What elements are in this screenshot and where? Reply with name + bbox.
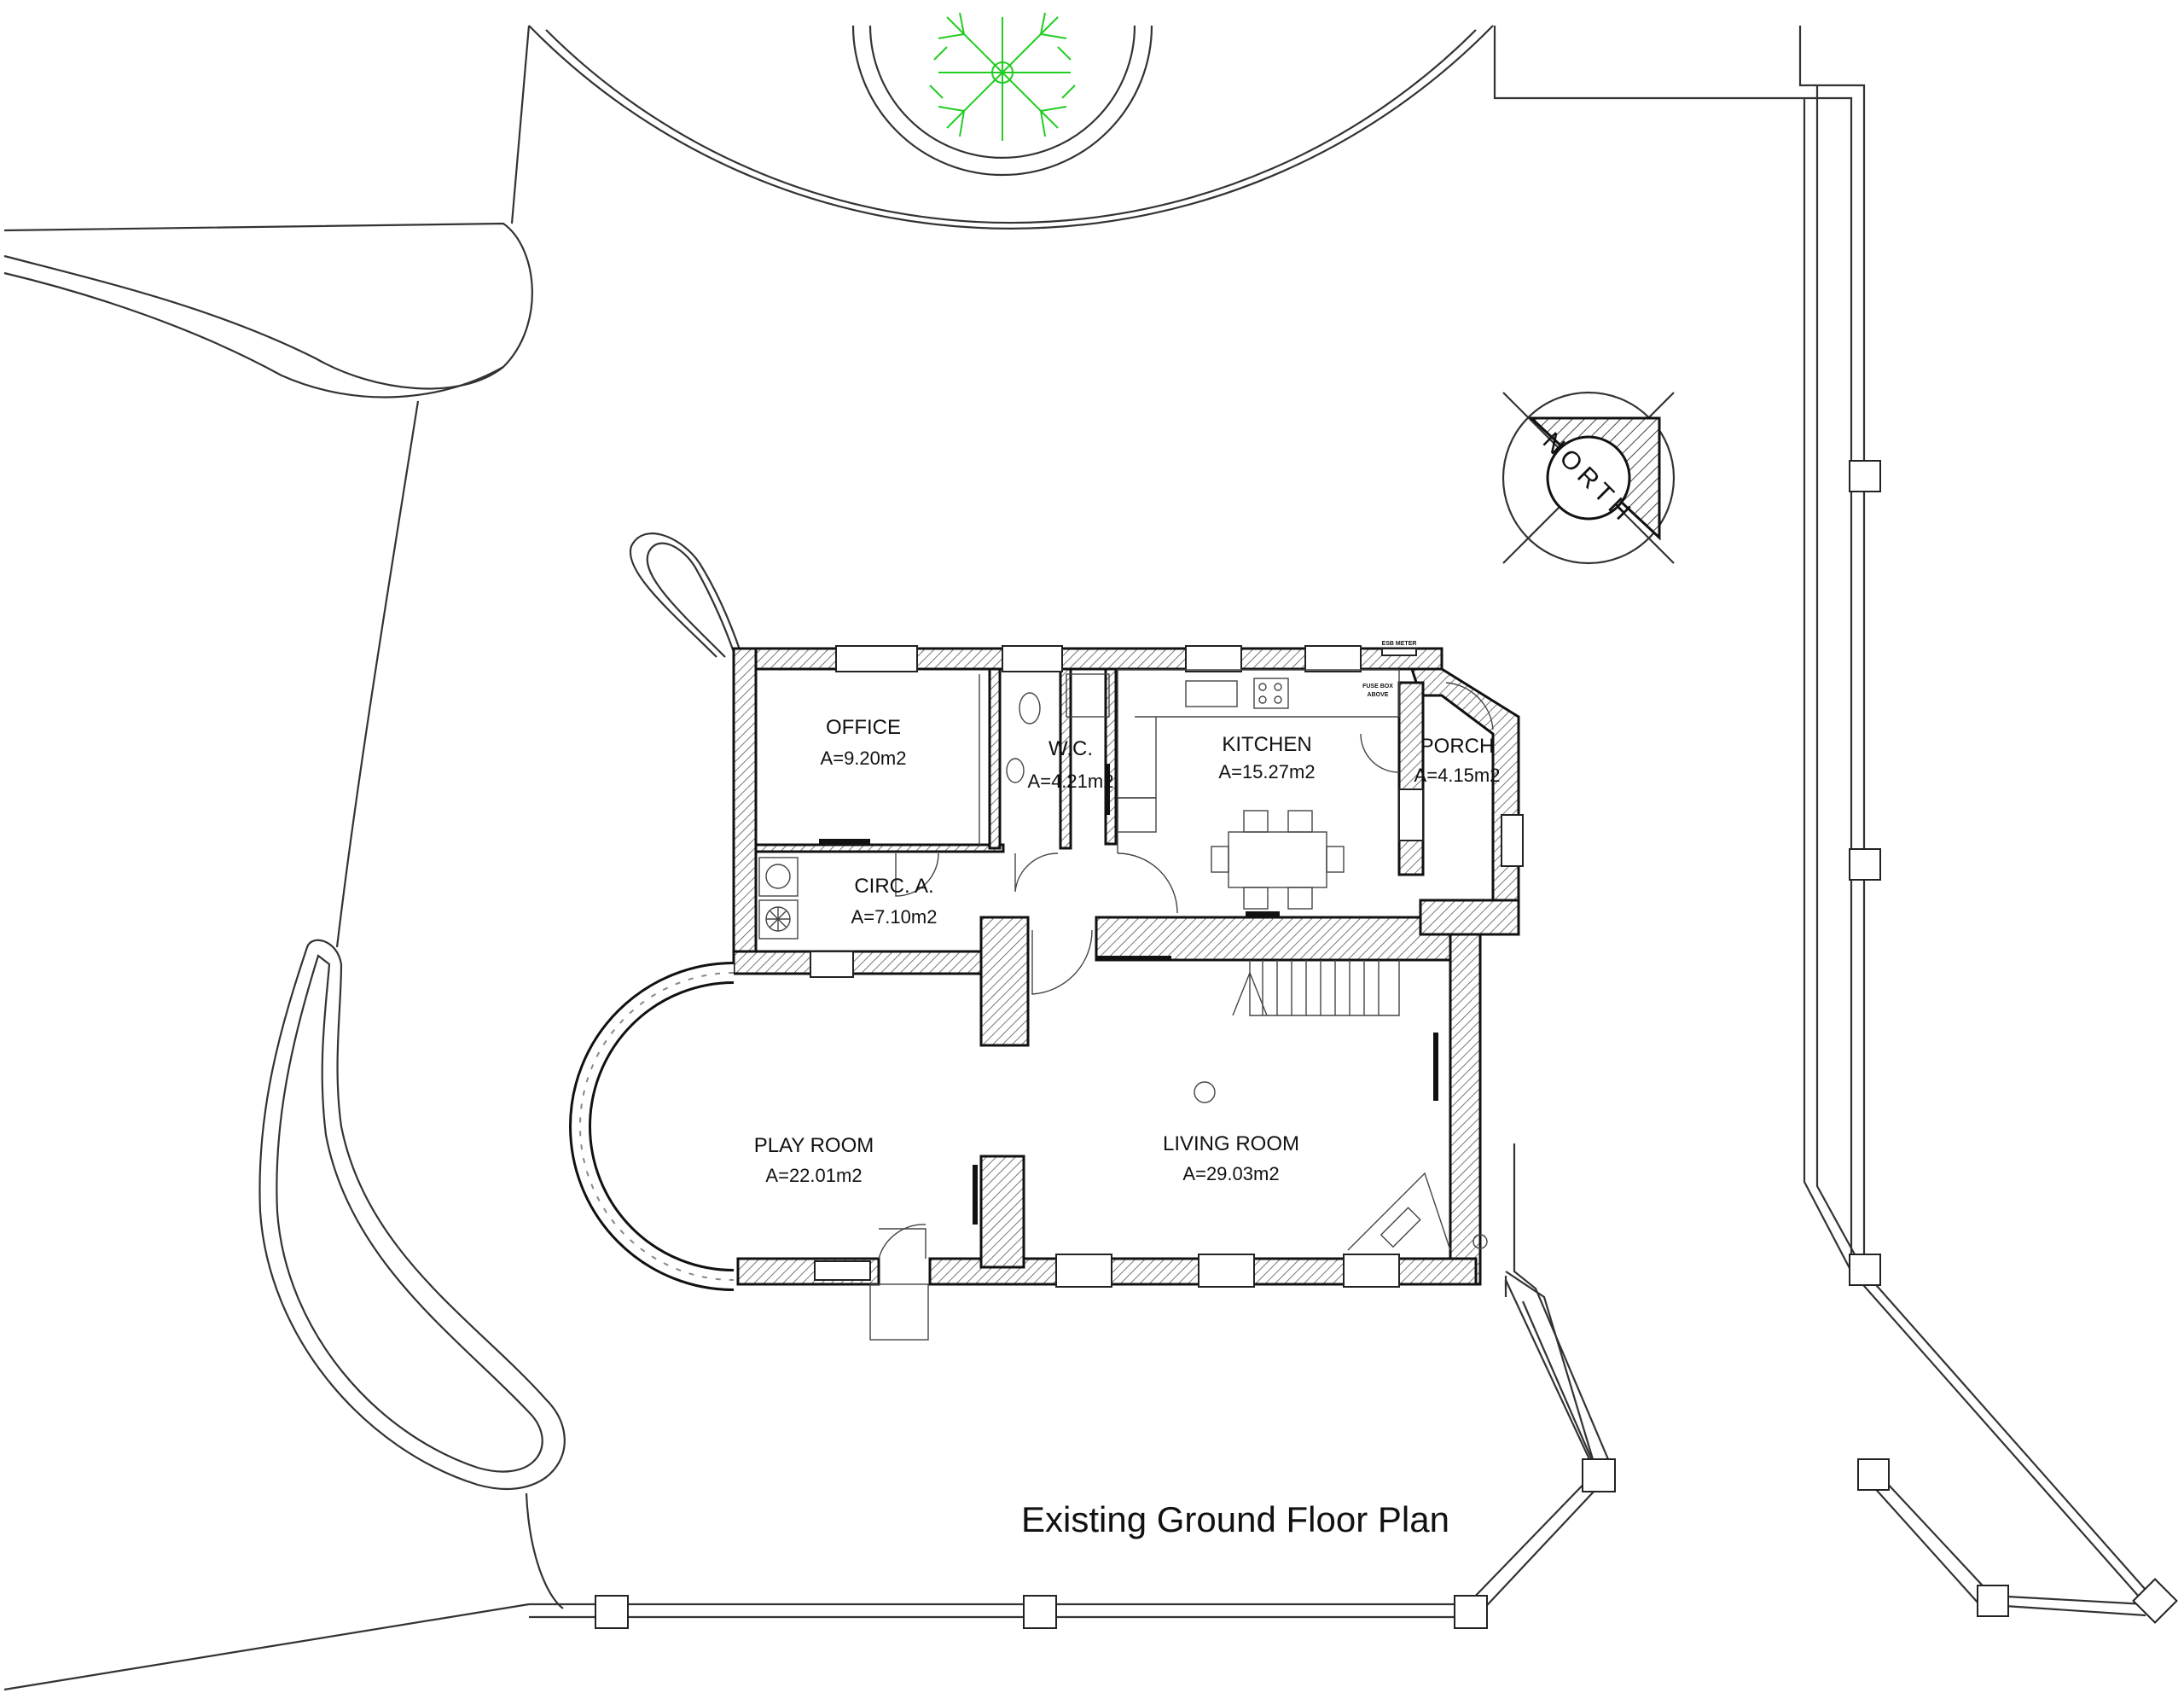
interior-fixtures <box>758 669 1494 1341</box>
plan-title: Existing Ground Floor Plan <box>1021 1499 1449 1539</box>
house-walls <box>569 645 1524 1291</box>
room-labels: OFFICE A=9.20m2 W.C. A=4.21m2 KITCHEN A=… <box>754 641 1501 1186</box>
room-circ-name: CIRC. A. <box>854 875 933 898</box>
room-playroom-area: A=22.01m2 <box>765 1165 862 1186</box>
stair-treads <box>1262 960 1380 1015</box>
north-arrow-icon: NORTH <box>1502 391 1676 565</box>
room-porch-area: A=4.15m2 <box>1414 765 1501 786</box>
tree-icon <box>929 12 1076 141</box>
room-office-name: OFFICE <box>826 716 901 739</box>
site-boundary-bottom <box>529 1143 1616 1629</box>
room-playroom-name: PLAY ROOM <box>754 1134 874 1157</box>
room-kitchen-name: KITCHEN <box>1222 733 1311 756</box>
room-office-area: A=9.20m2 <box>821 748 907 769</box>
room-livingroom-name: LIVING ROOM <box>1163 1132 1299 1155</box>
room-livingroom-area: A=29.03m2 <box>1182 1163 1279 1184</box>
site-boundary <box>3 25 1494 1691</box>
room-wc-name: W.C. <box>1048 737 1093 760</box>
room-wc-area: A=4.21m2 <box>1028 771 1114 792</box>
room-circ-area: A=7.10m2 <box>851 906 938 928</box>
fuse-box-above-label: ABOVE <box>1368 692 1389 698</box>
site-boundary-right <box>1493 26 2178 1624</box>
esb-meter-label: ESB METER <box>1382 641 1417 647</box>
fuse-box-label: FUSE BOX <box>1362 684 1393 689</box>
room-kitchen-area: A=15.27m2 <box>1218 761 1315 783</box>
room-porch-name: PORCH <box>1420 735 1495 758</box>
